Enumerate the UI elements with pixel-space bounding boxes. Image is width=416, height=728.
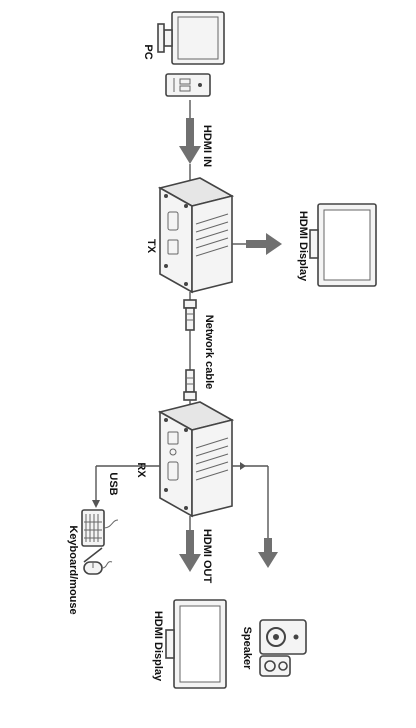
keyboard-icon: [81, 509, 119, 547]
usb-connection-line: [92, 465, 160, 508]
speaker-label: Speaker: [241, 627, 253, 671]
rx-label: RX: [135, 462, 147, 478]
hdmi-in-label: HDMI IN: [201, 125, 213, 167]
hdmi-display-top-icon: [309, 203, 377, 287]
pc-label: PC: [142, 44, 154, 59]
pc-icon: [157, 11, 225, 97]
keyboard-mouse-label: Keyboard/mouse: [67, 525, 79, 614]
speaker-icon: [259, 619, 307, 677]
slash-separator-icon: [83, 547, 103, 563]
hdmi-display-bottom-label: HDMI Display: [152, 611, 164, 682]
network-cable-label: Network cable: [203, 315, 215, 390]
tx-extender-icon: [157, 177, 235, 294]
tx-to-display-arrow: [232, 233, 282, 255]
usb-label: USB: [107, 472, 119, 495]
hdmi-in-arrow: [179, 100, 201, 182]
tx-label: TX: [145, 239, 157, 254]
rx-extender-icon: [157, 401, 235, 518]
hdmi-out-arrow: [179, 516, 201, 572]
hdmi-out-label: HDMI OUT: [201, 529, 213, 584]
mouse-icon: [83, 561, 113, 575]
network-cable-icon: [183, 292, 197, 406]
hdmi-display-top-label: HDMI Display: [297, 211, 309, 282]
audio-connection-line: [232, 462, 278, 568]
hdmi-display-bottom-icon: [165, 599, 227, 689]
